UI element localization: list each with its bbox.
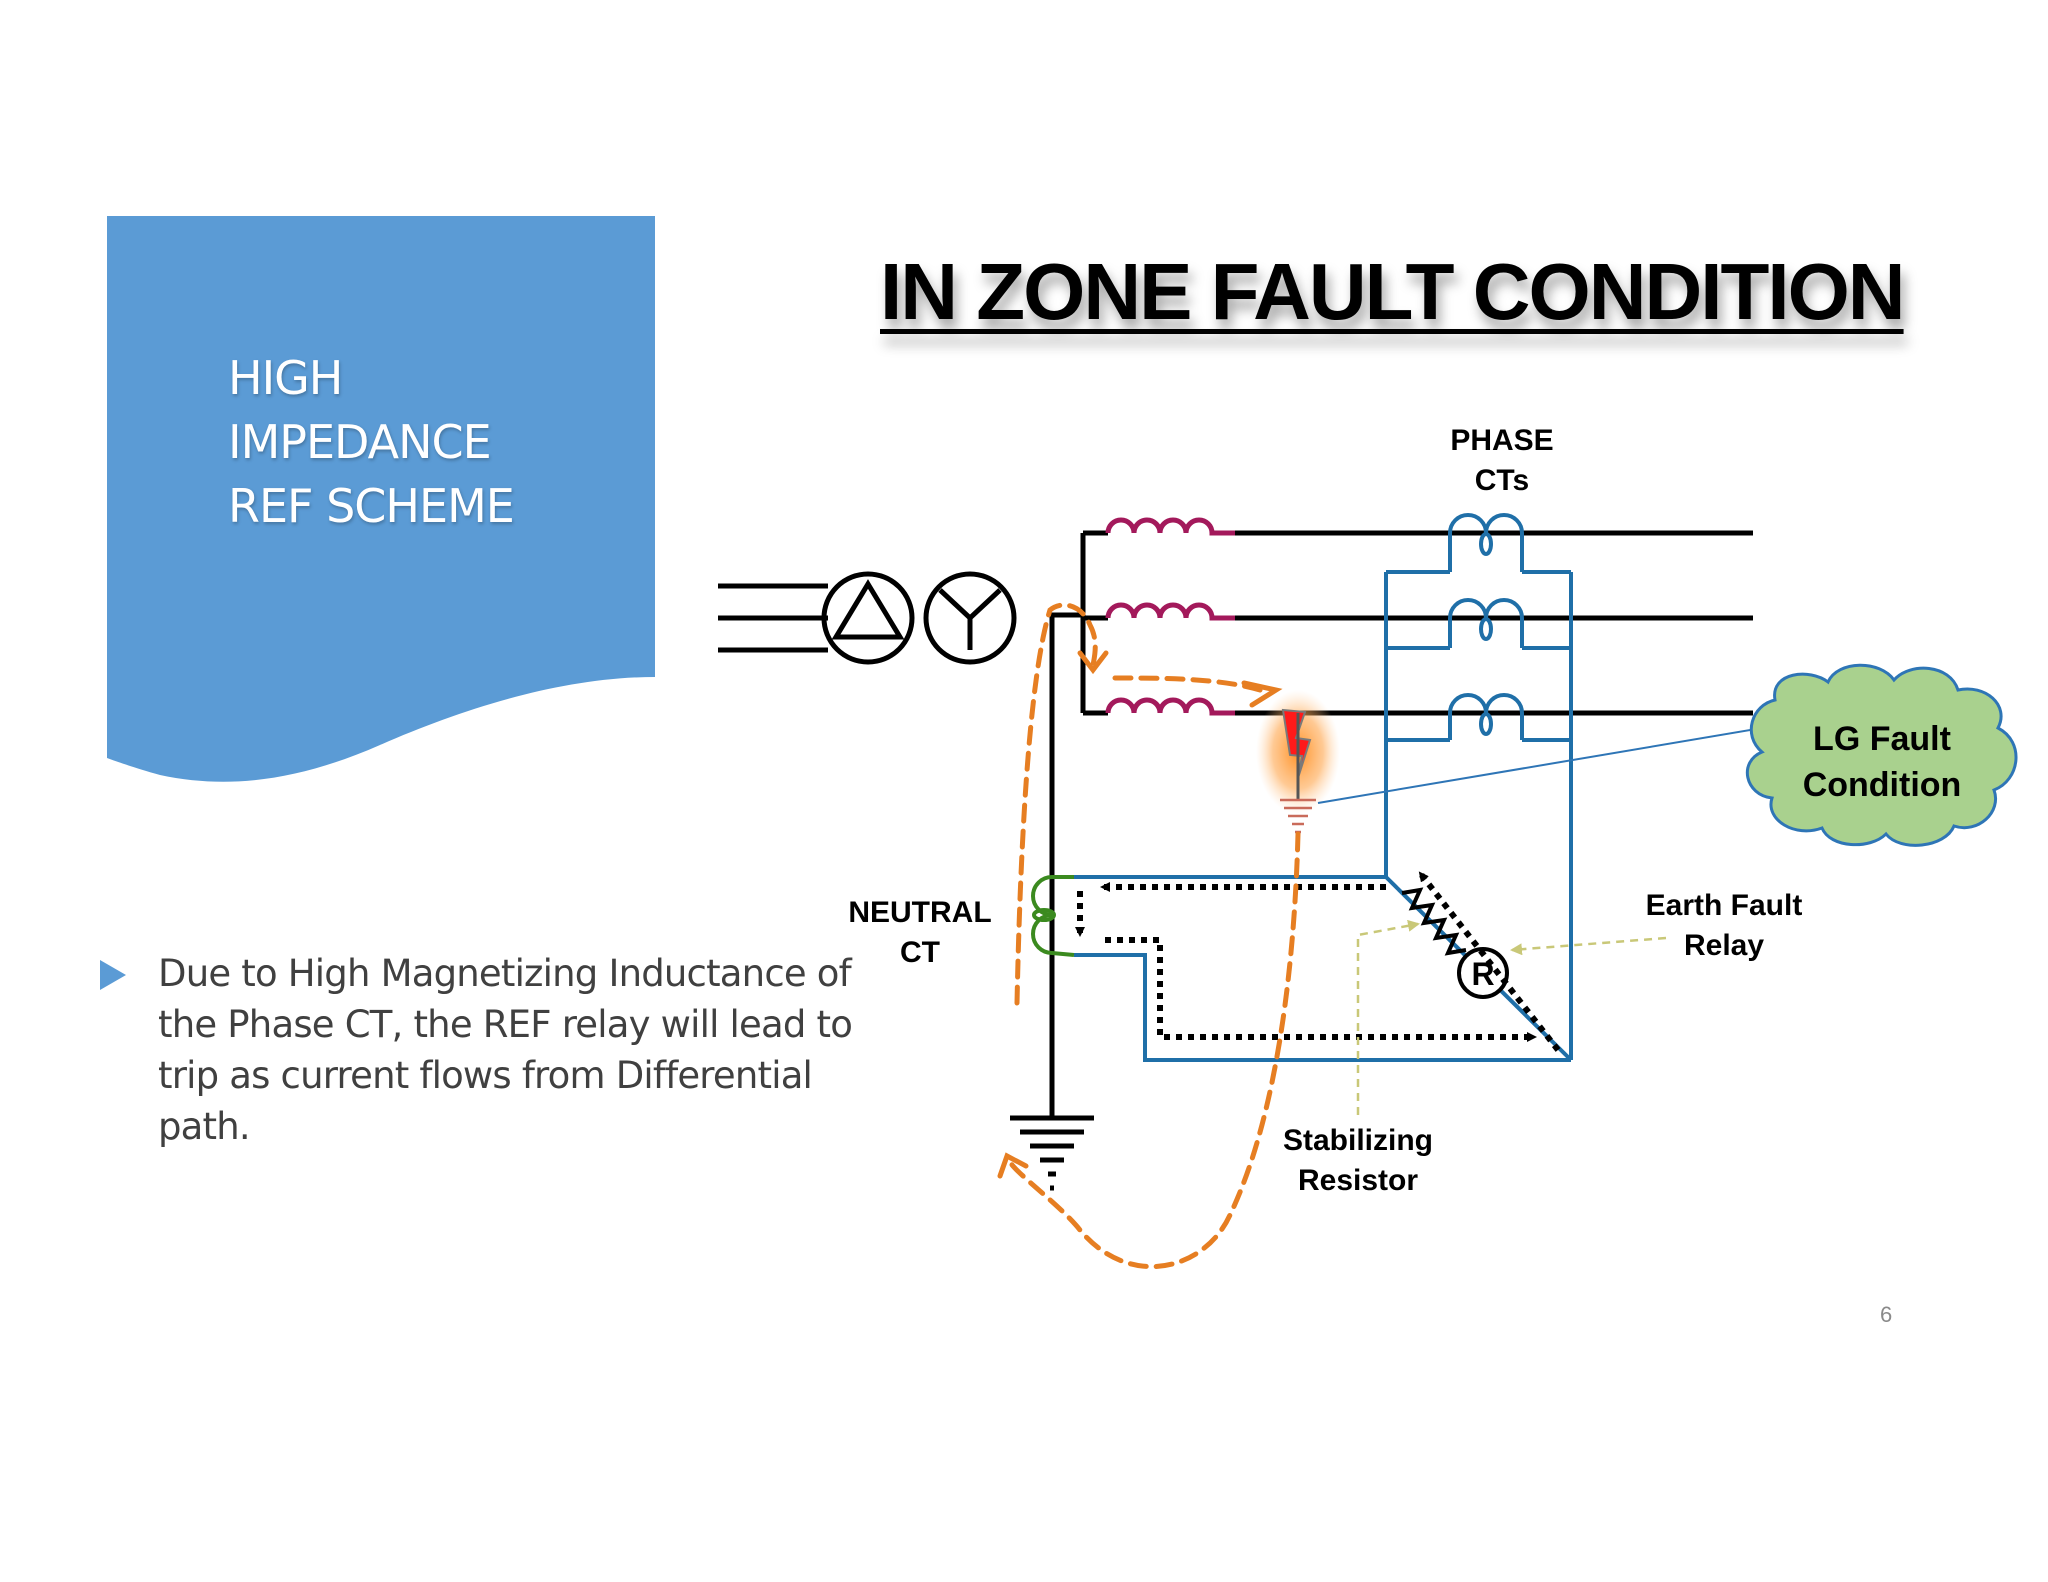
phase-cts-label-line-1: PHASE bbox=[1450, 424, 1553, 457]
callout-pointer bbox=[1317, 724, 1781, 804]
delta-winding-icon bbox=[821, 571, 915, 665]
sidebar-title-line: REF SCHEME bbox=[228, 479, 515, 533]
neutral-ct bbox=[1031, 875, 1075, 957]
star-winding-icon bbox=[923, 571, 1017, 665]
bullet-item: Due to High Magnetizing Inductance of th… bbox=[100, 948, 860, 1152]
fault-current-path bbox=[997, 602, 1301, 1269]
sidebar-panel-shape bbox=[107, 216, 655, 782]
callout-line-1: LG Fault bbox=[1813, 720, 1951, 758]
phase-cts-label-line-2: CTs bbox=[1475, 464, 1529, 497]
sidebar-title-line: IMPEDANCE bbox=[228, 415, 492, 469]
fault-flash-icon bbox=[1256, 690, 1340, 834]
bullet-text: Due to High Magnetizing Inductance of th… bbox=[158, 952, 853, 1148]
ct-secondary-current-path bbox=[1075, 871, 1561, 1052]
earth-fault-relay-label-line-1: Earth Fault bbox=[1646, 889, 1803, 922]
neutral-ct-label-line-1: NEUTRAL bbox=[848, 896, 991, 929]
triangle-bullet-icon bbox=[100, 960, 126, 990]
stabilizing-resistor-label-line-2: Resistor bbox=[1298, 1164, 1418, 1197]
page-title: IN ZONE FAULT CONDITION bbox=[880, 247, 1906, 336]
diagram-labels: PHASE CTs NEUTRAL CT Earth Fault Relay S… bbox=[848, 424, 1802, 1197]
transformer-windings bbox=[1105, 517, 1235, 716]
phase-conductors bbox=[1235, 530, 1753, 716]
star-point-bus bbox=[1049, 530, 1108, 1118]
earth-fault-relay-label-line-2: Relay bbox=[1684, 929, 1764, 962]
leader-lines bbox=[1356, 919, 1667, 1115]
neutral-ct-label-line-2: CT bbox=[900, 936, 940, 969]
lg-fault-callout-cloud: LG Fault Condition bbox=[1745, 663, 2018, 847]
sidebar-title-line: HIGH bbox=[228, 351, 343, 405]
sidebar-title: HIGH IMPEDANCE REF SCHEME bbox=[228, 346, 608, 538]
callout-line-2: Condition bbox=[1803, 766, 1962, 804]
page-number: 6 bbox=[1880, 1302, 1893, 1327]
incoming-lines bbox=[718, 583, 828, 653]
stabilizing-resistor-label-line-1: Stabilizing bbox=[1283, 1124, 1433, 1157]
stabilizing-resistor-icon bbox=[1401, 887, 1467, 956]
earth-ground-icon bbox=[1010, 1115, 1094, 1191]
